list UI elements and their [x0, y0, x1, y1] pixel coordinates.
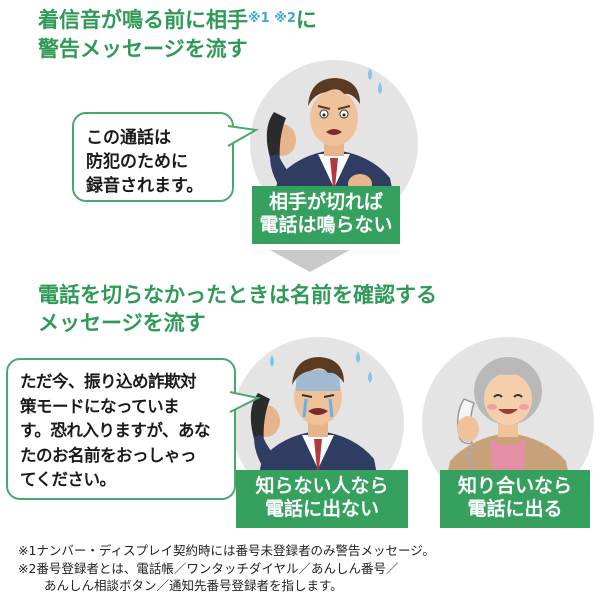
- tag-line: 知らない人なら: [255, 475, 389, 497]
- bubble-line: 防犯のために: [86, 152, 188, 172]
- section2-heading-line2: メッセージを流す: [38, 311, 206, 335]
- tag-line: 電話に出ない: [264, 498, 379, 520]
- bubble-tail: [227, 391, 261, 413]
- hangup-result-label: 相手が切れば 電話は鳴らない: [252, 186, 400, 244]
- footnote-2-line2: あんしん相談ボタン／通知先番号登録者を指します。: [44, 578, 343, 593]
- tag-line: 電話は鳴らない: [259, 214, 393, 236]
- warning-message-bubble: この通話は 防犯のために 録音されます。: [72, 112, 234, 202]
- section1-heading-tail: に: [295, 8, 317, 32]
- tag-line: 知り合いなら: [457, 475, 572, 497]
- bubble-line: ただ今、振り込め詐欺対: [20, 372, 197, 391]
- known-caller-label: 知り合いなら 電話に出る: [440, 470, 590, 528]
- section1-heading-line1: 着信音が鳴る前に相手※1 ※2に: [38, 8, 317, 33]
- section1-heading-text: 着信音が鳴る前に相手: [38, 8, 248, 32]
- tag-line: 電話に出る: [467, 498, 563, 520]
- footnote-2-line1: ※2番号登録者とは、電話帳／ワンタッチダイヤル／あんしん番号／: [18, 561, 399, 576]
- footnote-marker: ※1 ※2: [248, 11, 296, 26]
- bubble-line: たのお名前をおっしゃっ: [20, 445, 197, 465]
- tag-line: 相手が切れば: [268, 191, 383, 213]
- unknown-caller-label: 知らない人なら 電話に出ない: [236, 470, 408, 528]
- name-request-bubble: ただ今、振り込め詐欺対 策モードになっていま す。恐れ入りますが、あな たのお名…: [6, 358, 236, 500]
- down-arrow-icon: [270, 250, 350, 272]
- bubble-line: 録音されます。: [86, 176, 204, 196]
- section1-heading-line2: 警告メッセージを流す: [38, 37, 248, 61]
- section2-heading-line1: 電話を切らなかったときは名前を確認する: [38, 283, 437, 307]
- bubble-line: てください。: [20, 470, 116, 489]
- bubble-line: この通話は: [86, 128, 171, 148]
- bubble-line: 策モードになっていま: [20, 396, 180, 416]
- bubble-tail: [225, 125, 260, 147]
- bubble-line: す。恐れ入りますが、あな: [20, 421, 211, 440]
- footnote-1: ※1ナンバー・ディスプレイ契約時には番号未登録者のみ警告メッセージ。: [18, 543, 435, 558]
